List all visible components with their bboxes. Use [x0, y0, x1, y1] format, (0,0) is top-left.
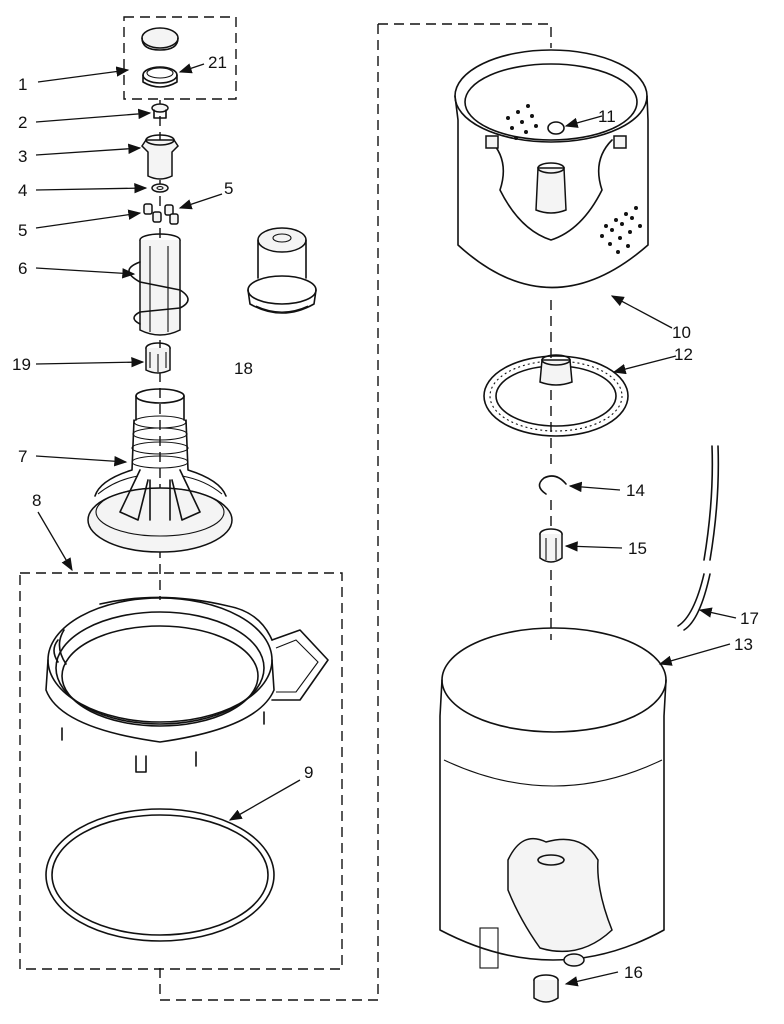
part-ring [142, 66, 178, 88]
callout-11: 11 [598, 107, 616, 126]
part-bolt [151, 103, 169, 119]
part-spin-basket [454, 49, 649, 289]
callout-13: 13 [734, 635, 753, 654]
callout-3: 3 [18, 147, 27, 166]
callout-5-right: 5 [224, 179, 233, 198]
part-hub [483, 354, 629, 437]
callout-1: 1 [18, 75, 27, 94]
part-washer [151, 183, 169, 193]
center-axis-lines [159, 100, 552, 640]
callout-17: 17 [740, 609, 759, 628]
callout-18: 18 [234, 359, 253, 378]
callout-9: 9 [304, 763, 313, 782]
part-agitator-base [87, 388, 233, 553]
part-tub-ring [45, 596, 329, 773]
callout-labels: 1 2 3 4 5 5 6 19 7 8 9 21 18 11 10 12 14… [12, 53, 759, 982]
callout-6: 6 [18, 259, 27, 278]
callout-14: 14 [626, 481, 645, 500]
part-outer-tub [439, 627, 667, 969]
dashed-assembly-boxes [19, 16, 552, 1001]
callout-2: 2 [18, 113, 27, 132]
callout-16: 16 [624, 963, 643, 982]
callout-8: 8 [32, 491, 41, 510]
part-clip [538, 475, 567, 495]
callout-7: 7 [18, 447, 27, 466]
callout-10: 10 [672, 323, 691, 342]
part-bushing [247, 227, 317, 314]
part-hose [677, 445, 720, 631]
part-coupling [145, 342, 171, 374]
part-auger [128, 233, 189, 336]
part-dogs [143, 203, 179, 225]
part-cap [141, 27, 179, 51]
callout-12: 12 [674, 345, 693, 364]
callout-19: 19 [12, 355, 31, 374]
part-gasket [45, 808, 275, 942]
part-drain-plug [533, 974, 559, 1003]
callout-4: 4 [18, 181, 27, 200]
leader-lines [35, 63, 737, 987]
callout-5-left: 5 [18, 221, 27, 240]
callout-21: 21 [208, 53, 227, 72]
part-nut [539, 528, 563, 563]
part-cam [141, 134, 179, 180]
callout-15: 15 [628, 539, 647, 558]
